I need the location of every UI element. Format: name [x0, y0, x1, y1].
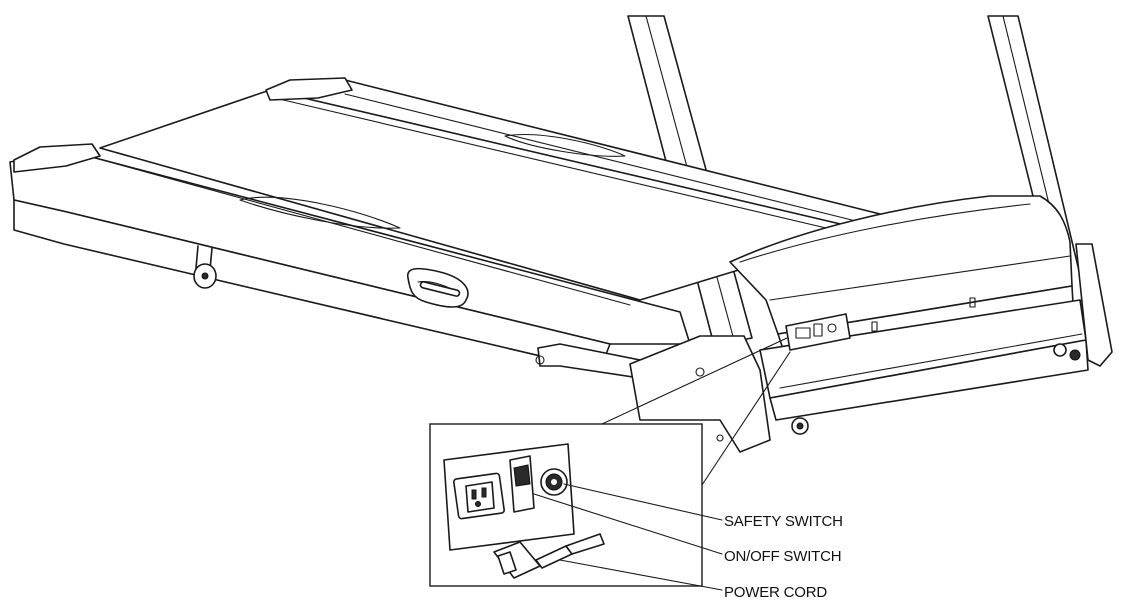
zoom-leader-lines	[601, 337, 791, 486]
hood-socket-panel	[785, 313, 851, 351]
power-socket	[453, 472, 505, 520]
fold-handle	[407, 267, 469, 308]
on-off-rocker-switch	[509, 455, 535, 513]
motor-hood	[629, 195, 1113, 453]
safety-switch-label: SAFETY SWITCH	[724, 513, 843, 530]
safety-key-knob	[540, 468, 568, 496]
rear-wheel	[193, 245, 217, 289]
detail-inset	[429, 423, 703, 587]
power-cord-plug	[493, 533, 605, 579]
treadmill-deck	[9, 77, 881, 379]
callout-leaders	[533, 483, 723, 591]
power-cord-label: POWER CORD	[724, 584, 827, 601]
on-off-switch-label: ON/OFF SWITCH	[724, 548, 841, 565]
